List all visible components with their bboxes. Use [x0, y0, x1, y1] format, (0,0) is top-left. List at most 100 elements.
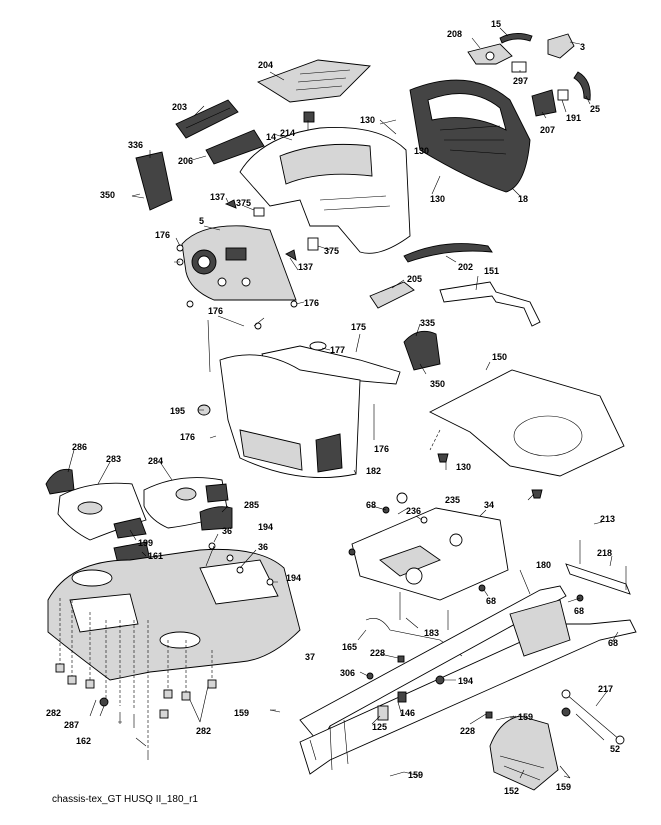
- label-176-2: 176: [304, 298, 319, 308]
- part-191: [557, 89, 569, 101]
- label-176-5: 176: [374, 444, 389, 454]
- part-282-d: [163, 689, 173, 699]
- part-217: [565, 693, 621, 741]
- part-235: [396, 492, 408, 504]
- label-37: 37: [305, 652, 315, 662]
- part-162: [118, 712, 149, 760]
- part-207: [531, 89, 557, 117]
- part-203: [175, 99, 239, 139]
- label-14: 14: [266, 132, 276, 142]
- part-214: [303, 111, 315, 123]
- part-282-e: [181, 691, 191, 701]
- label-236: 236: [406, 506, 421, 516]
- part-151: [439, 281, 541, 327]
- label-180: 180: [536, 560, 551, 570]
- part-150: [429, 369, 625, 477]
- part-375-a: [253, 207, 265, 217]
- label-130-2: 130: [414, 146, 429, 156]
- part-282-c: [85, 679, 95, 689]
- label-36-2: 36: [258, 542, 268, 552]
- label-176-1: 176: [155, 230, 170, 240]
- part-375-b: [307, 237, 319, 251]
- part-228-a: [397, 655, 405, 663]
- label-159-2: 159: [518, 712, 533, 722]
- label-68-1: 68: [366, 500, 376, 510]
- label-284: 284: [148, 456, 163, 466]
- label-68-2: 68: [486, 596, 496, 606]
- part-176-c: [186, 300, 194, 308]
- part-287: [99, 697, 109, 707]
- label-203: 203: [172, 102, 187, 112]
- part-3: [547, 33, 575, 59]
- label-159-1: 159: [234, 708, 249, 718]
- part-236: [420, 516, 428, 524]
- label-151: 151: [484, 266, 499, 276]
- part-306: [366, 672, 374, 680]
- label-3: 3: [580, 42, 585, 52]
- part-282-a: [55, 663, 65, 673]
- part-194-c: [435, 675, 445, 685]
- label-286: 286: [72, 442, 87, 452]
- part-146: [397, 691, 407, 703]
- label-130-3: 130: [430, 194, 445, 204]
- label-194-2: 194: [286, 573, 301, 583]
- label-375-2: 375: [324, 246, 339, 256]
- part-286: [45, 468, 75, 495]
- label-18: 18: [518, 194, 528, 204]
- part-202: [403, 243, 493, 263]
- label-165: 165: [342, 642, 357, 652]
- label-15: 15: [491, 19, 501, 29]
- part-194-a: [226, 554, 234, 562]
- label-25: 25: [590, 104, 600, 114]
- part-68-b: [348, 548, 356, 556]
- part-130-b: [531, 489, 543, 499]
- label-235: 235: [445, 495, 460, 505]
- part-137-a: [224, 199, 237, 209]
- label-202: 202: [458, 262, 473, 272]
- label-194-1: 194: [258, 522, 273, 532]
- part-159-d: [559, 765, 571, 779]
- label-204: 204: [258, 60, 273, 70]
- part-159-c: [389, 771, 405, 777]
- label-283: 283: [106, 454, 121, 464]
- part-15: [499, 33, 533, 44]
- part-36-b: [236, 566, 244, 574]
- label-214: 214: [280, 128, 295, 138]
- part-68-c: [478, 584, 486, 592]
- part-285: [199, 506, 233, 531]
- part-25: [573, 71, 591, 101]
- part-159-b: [495, 715, 515, 721]
- label-159-4: 159: [556, 782, 571, 792]
- label-176-3: 176: [208, 306, 223, 316]
- label-175: 175: [351, 322, 366, 332]
- label-228-1: 228: [370, 648, 385, 658]
- label-350-2: 350: [430, 379, 445, 389]
- part-52: [561, 707, 571, 717]
- part-125: [377, 705, 389, 721]
- label-161: 161: [148, 551, 163, 561]
- label-183: 183: [424, 628, 439, 638]
- label-336: 336: [128, 140, 143, 150]
- part-282-f: [207, 679, 217, 689]
- label-68-4: 68: [608, 638, 618, 648]
- label-282-2: 282: [196, 726, 211, 736]
- part-206: [205, 129, 265, 165]
- label-218: 218: [597, 548, 612, 558]
- part-176-a: [176, 244, 184, 252]
- label-52: 52: [610, 744, 620, 754]
- label-182: 182: [366, 466, 381, 476]
- part-177: [309, 341, 327, 351]
- label-205: 205: [407, 274, 422, 284]
- label-36-1: 36: [222, 526, 232, 536]
- label-195: 195: [170, 406, 185, 416]
- frame-lower-rail: [299, 619, 637, 775]
- label-207: 207: [540, 125, 555, 135]
- label-68-3: 68: [574, 606, 584, 616]
- part-205: [369, 281, 415, 309]
- part-130-a: [437, 453, 449, 463]
- part-5: [181, 225, 297, 301]
- part-137-b: [285, 249, 297, 261]
- part-336: [135, 151, 173, 211]
- label-125: 125: [372, 722, 387, 732]
